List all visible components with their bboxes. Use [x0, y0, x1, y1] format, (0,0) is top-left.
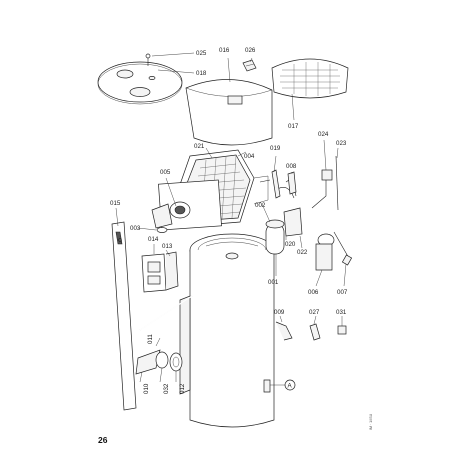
valve-assembly: [311, 155, 353, 271]
label-026: 026: [245, 47, 256, 54]
label-017: 017: [288, 123, 299, 130]
label-a: A: [288, 382, 293, 389]
evaporator-004: [158, 149, 271, 231]
label-019: 019: [270, 145, 281, 152]
label-012: 012: [179, 383, 186, 394]
page-number: 26: [98, 435, 108, 445]
label-021: 021: [194, 143, 205, 150]
label-031: 031: [336, 309, 347, 316]
label-032: 032: [163, 383, 170, 394]
control-box-014: [141, 251, 179, 293]
label-002: 002: [255, 202, 266, 209]
label-022: 022: [297, 249, 308, 256]
label-023: 023: [336, 140, 347, 147]
side-panel-015: [111, 221, 137, 411]
label-005: 005: [160, 169, 171, 176]
label-020: 020: [285, 241, 296, 248]
label-011: 011: [147, 334, 154, 344]
clip-026: [242, 59, 257, 72]
fan-005: [151, 201, 191, 229]
label-024: 024: [318, 131, 329, 138]
label-009: 009: [274, 309, 285, 316]
grille-cover-017: [271, 58, 349, 99]
label-003: 003: [130, 225, 141, 232]
jacket-band-016: [185, 79, 273, 146]
label-010: 010: [143, 383, 150, 394]
heating-rod-011: [139, 295, 193, 331]
label-007: 007: [337, 289, 348, 296]
label-014: 014: [148, 236, 159, 243]
label-015: 015: [110, 200, 121, 207]
screw-003: [156, 227, 168, 233]
label-013: 013: [162, 243, 173, 250]
tank-body: [179, 233, 275, 428]
side-note: IM · 1/ISU: [369, 413, 373, 430]
label-018: 018: [196, 70, 207, 77]
fittings: [275, 321, 347, 341]
label-004: 004: [244, 153, 255, 160]
label-027: 027: [309, 309, 320, 316]
top-cover-018: [97, 53, 183, 105]
label-025: 025: [196, 50, 207, 57]
label-008: 008: [286, 163, 297, 170]
label-006: 006: [308, 289, 319, 296]
label-001: 001: [268, 279, 279, 286]
compressor-001: [265, 177, 303, 255]
leader-lines: [115, 52, 347, 386]
part-labels: 025 018 016 026 017 021 004 019 008 024 …: [110, 47, 348, 394]
label-016: 016: [219, 47, 230, 54]
flange-parts: [135, 349, 183, 375]
